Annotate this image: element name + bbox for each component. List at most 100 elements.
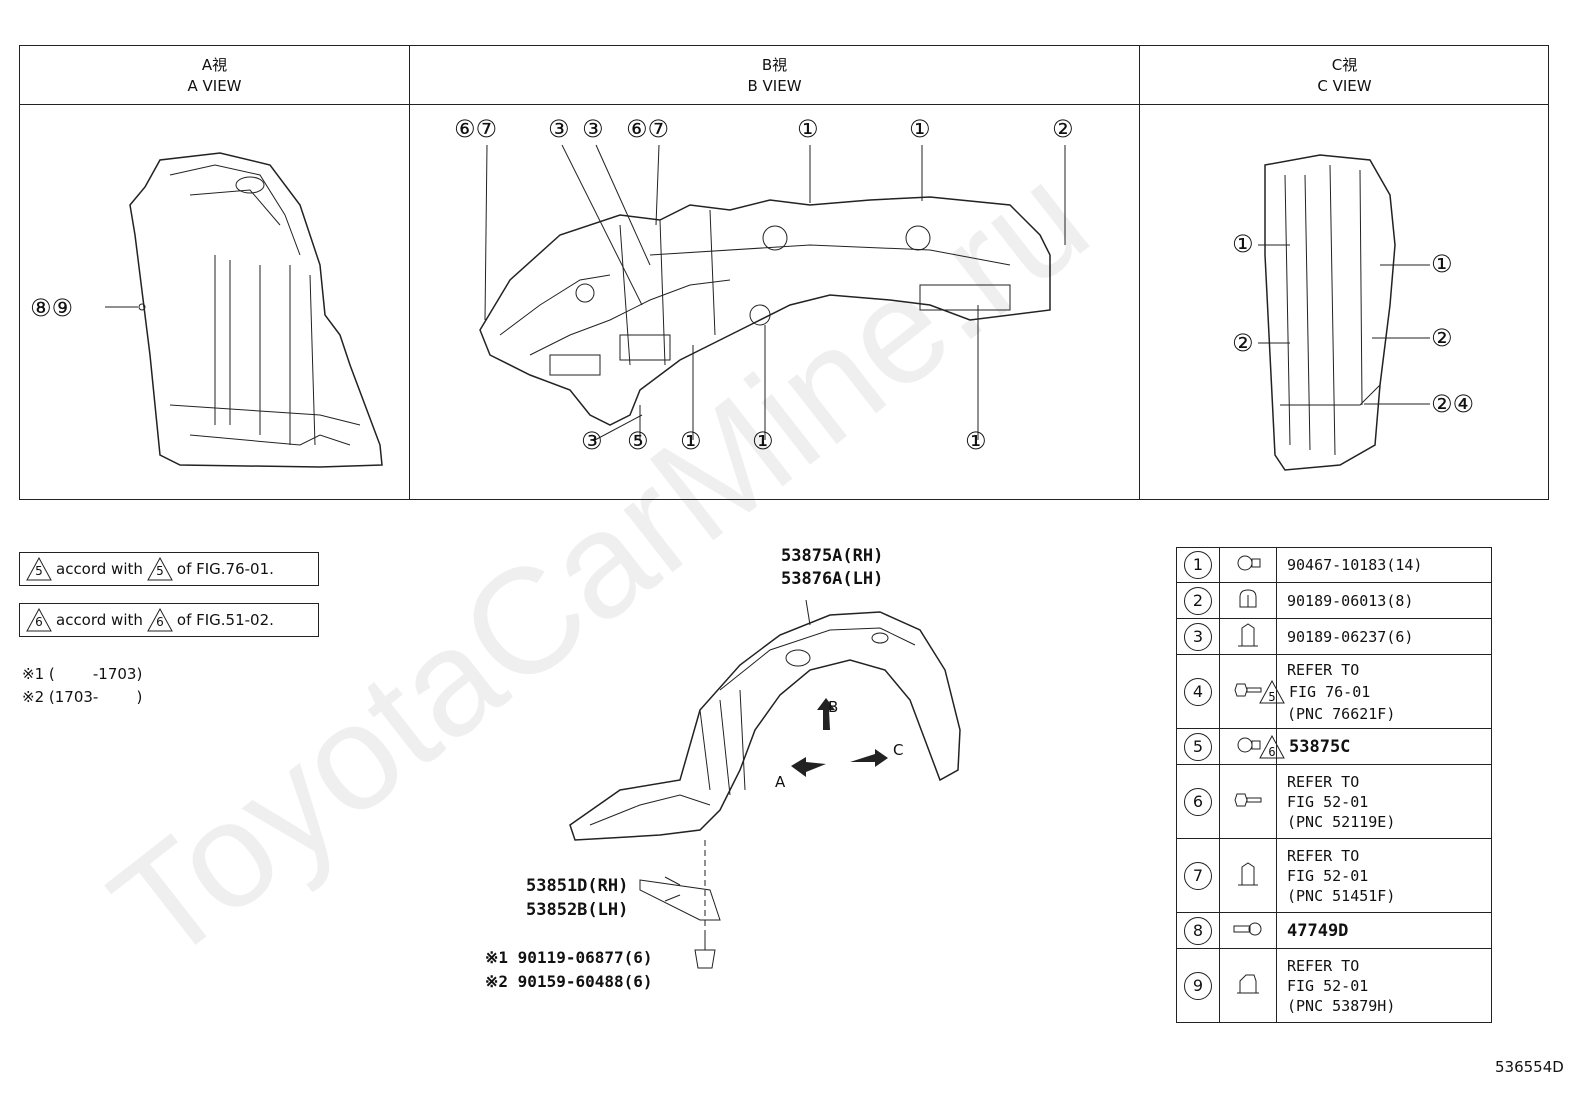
screw-grommet-icon [1233,922,1262,935]
diagram-code: 536554D [1495,1058,1564,1076]
arrow-b-icon [817,698,835,730]
table-row: 1 90467-10183(14) [1176,547,1492,583]
reference-triangle-icon: 6 [26,608,52,632]
view-b-drawing [479,144,1066,441]
part-code: 90467-10183(14) [1276,547,1492,583]
part-refer: REFER TO FIG 52-01 (PNC 51451F) [1276,838,1492,913]
view-b-callout-top-7: ② [1052,115,1074,143]
view-c-callout-2: ② [1232,329,1254,357]
arrow-c-icon [850,749,888,767]
view-c-title-en: C VIEW [1317,77,1372,95]
view-b-title-en: B VIEW [747,77,802,95]
note-1-text-a: accord with [56,560,143,578]
view-b-callout-top-1: ⑥⑦ [454,115,498,143]
part-number: 7 [1184,861,1212,890]
view-c-header: C視 C VIEW [1140,46,1549,105]
part-number: 4 [1184,677,1212,706]
screw-2-label: ※2 90159-60488(6) [485,972,653,991]
view-b-callout-bottom-4: ① [752,427,774,455]
bolt-icon [1234,793,1262,806]
view-c-callout-3: ① [1431,250,1453,278]
clip-icon [1237,737,1261,752]
plate-lh-label: 53852B(LH) [526,900,629,920]
table-row: 6 REFER TO FIG 52-01 (PNC 52119E) [1176,764,1492,839]
part-refer: REFER TO FIG 52-01 (PNC 52119E) [1276,764,1492,839]
part-code: 47749D [1276,912,1492,949]
part-refer: REFER TO FIG 52-01 (PNC 53879H) [1276,948,1492,1023]
liner-rh-label: 53875A(RH) [781,546,884,566]
table-row: 7 REFER TO FIG 52-01 (PNC 51451F) [1176,838,1492,913]
bolt-icon [1234,683,1262,696]
reference-triangle-icon: 6 [1259,734,1285,759]
view-b-callout-top-6: ① [909,115,931,143]
view-a-callout: ⑧⑨ [30,294,74,322]
view-a-drawing [105,152,383,468]
view-a-title-jp: A視 [201,56,228,74]
part-code: 90189-06013(8) [1276,582,1492,619]
screw-1-label: ※1 90119-06877(6) [485,948,653,967]
arrow-c-label: C [893,741,904,759]
footnote-1: ※1 ( -1703) [22,665,143,683]
arrow-a-label: A [775,773,786,791]
note-2-text-a: accord with [56,611,143,629]
view-b-title-jp: B視 [761,56,788,74]
table-row: 3 90189-06237(6) [1176,618,1492,655]
clip-icon [1237,555,1261,571]
view-b-callout-top-5: ① [797,115,819,143]
part-code: 90189-06237(6) [1276,618,1492,655]
part-number: 8 [1184,916,1212,945]
view-b-callout-top-3: ③ [582,115,604,143]
reference-triangle-icon: 5 [147,557,173,581]
part-number: 3 [1184,622,1212,651]
arrow-a-icon [791,757,826,777]
part-number: 5 [1184,732,1212,761]
view-b-callout-bottom-3: ① [680,427,702,455]
view-b-header: B視 B VIEW [410,46,1139,105]
footnote-2: ※2 (1703- ) [22,688,143,706]
reference-triangle-icon: 5 [1259,679,1285,704]
part-number: 1 [1184,551,1212,579]
note-1-text-b: of FIG.76-01. [176,560,274,578]
nut-clip-icon [1237,974,1259,993]
part-number: 2 [1184,586,1212,615]
table-row: 8 47749D [1176,912,1492,949]
view-a-title-en: A VIEW [187,77,242,95]
part-number: 6 [1184,787,1212,816]
clip-icon [1239,588,1257,607]
view-b-callout-top-4: ⑥⑦ [626,115,670,143]
part-number: 9 [1184,971,1212,1000]
screw-icon [694,949,716,969]
nut-clip-icon [1238,622,1258,646]
view-c-callout-4: ② [1431,324,1453,352]
view-c-drawing [1258,154,1430,471]
view-a: A視 A VIEW ⑧⑨ [20,46,410,499]
reference-triangle-icon: 6 [147,608,173,632]
view-b-callout-bottom-1: ③ [581,427,603,455]
view-b-callout-bottom-2: ⑤ [627,427,649,455]
liner-lh-label: 53876A(LH) [781,569,884,589]
view-a-header: A視 A VIEW [20,46,409,105]
arrow-b-label: B [828,698,839,716]
note-2-text-b: of FIG.51-02. [176,611,274,629]
table-row: 2 90189-06013(8) [1176,582,1492,619]
reference-triangle-icon: 5 [26,557,52,581]
fender-liner-drawing [569,599,961,969]
views-panel: A視 A VIEW ⑧⑨ B視 B VIEW [19,45,1549,500]
note-1: 5 accord with 5 of FIG.76-01. [19,552,319,586]
view-c-callout-5: ②④ [1431,390,1475,418]
view-c: C視 C VIEW ① ② ① ② ②④ [1140,46,1549,499]
plate-rh-label: 53851D(RH) [526,876,629,896]
view-b-callout-bottom-5: ① [965,427,987,455]
view-c-title-jp: C視 [1331,56,1358,74]
view-b: B視 B VIEW [410,46,1140,499]
nut-clip-icon [1238,861,1258,885]
view-b-callout-top-2: ③ [548,115,570,143]
parts-table: 1 90467-10183(14) 2 90189-06013(8) 3 901… [1176,547,1492,1023]
view-c-callout-1: ① [1232,230,1254,258]
table-row: 9 REFER TO FIG 52-01 (PNC 53879H) [1176,948,1492,1023]
note-2: 6 accord with 6 of FIG.51-02. [19,603,319,637]
